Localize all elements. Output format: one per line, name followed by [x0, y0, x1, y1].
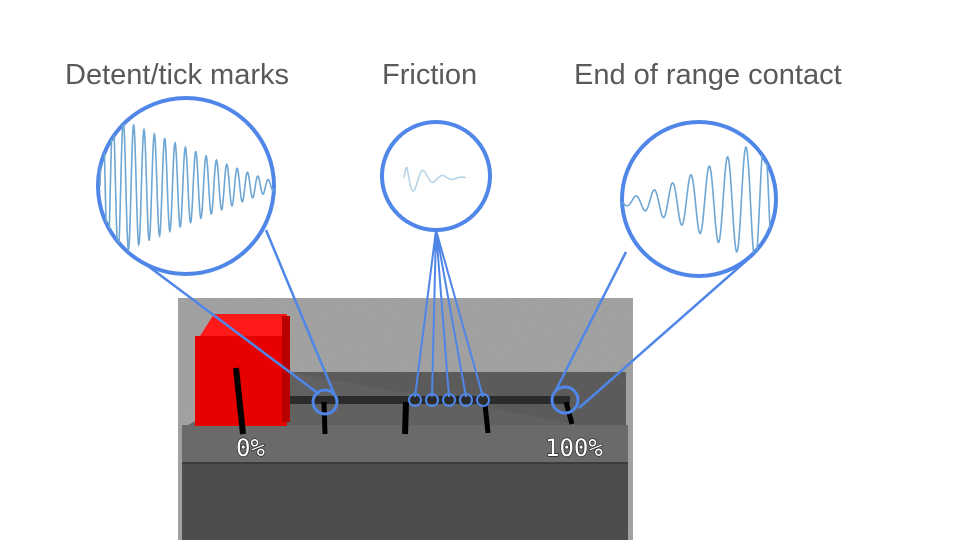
- callout-line: [131, 252, 320, 396]
- callout-line: [435, 229, 484, 398]
- callout-line: [264, 229, 337, 397]
- friction-marker: [408, 393, 422, 407]
- callout-lens: [96, 96, 276, 276]
- callout-line: [554, 251, 628, 391]
- friction-marker: [442, 393, 456, 407]
- friction-marker: [425, 393, 439, 407]
- callout-marker: [550, 385, 580, 415]
- friction-callout: [380, 120, 492, 407]
- tick-mark: [402, 401, 409, 435]
- max-label: 100%: [545, 434, 603, 462]
- callout-line: [431, 229, 437, 398]
- tick-mark: [482, 403, 491, 434]
- end-contact-callout: [550, 120, 778, 415]
- callout-line: [435, 229, 467, 398]
- friction-marker: [459, 393, 473, 407]
- friction-marker: [476, 393, 490, 407]
- detent-waveform: [99, 108, 274, 260]
- callout-line: [435, 229, 450, 398]
- knob-top-face: [200, 314, 287, 336]
- detent-title: Detent/tick marks: [65, 59, 289, 91]
- slider-knob[interactable]: [195, 314, 290, 435]
- callout-marker: [311, 388, 339, 416]
- end-contact-waveform: [622, 135, 776, 274]
- knob-indicator: [233, 367, 246, 435]
- callout-lens: [620, 120, 778, 278]
- callout-line: [414, 229, 437, 398]
- detent-callout: [96, 96, 339, 416]
- callout-line: [578, 253, 755, 409]
- tick-mark: [321, 401, 328, 435]
- min-label: 0%: [236, 434, 265, 462]
- friction-waveform: [403, 166, 467, 192]
- friction-title: Friction: [382, 59, 477, 91]
- end-contact-title: End of range contact: [574, 59, 842, 91]
- callout-lens: [380, 120, 492, 232]
